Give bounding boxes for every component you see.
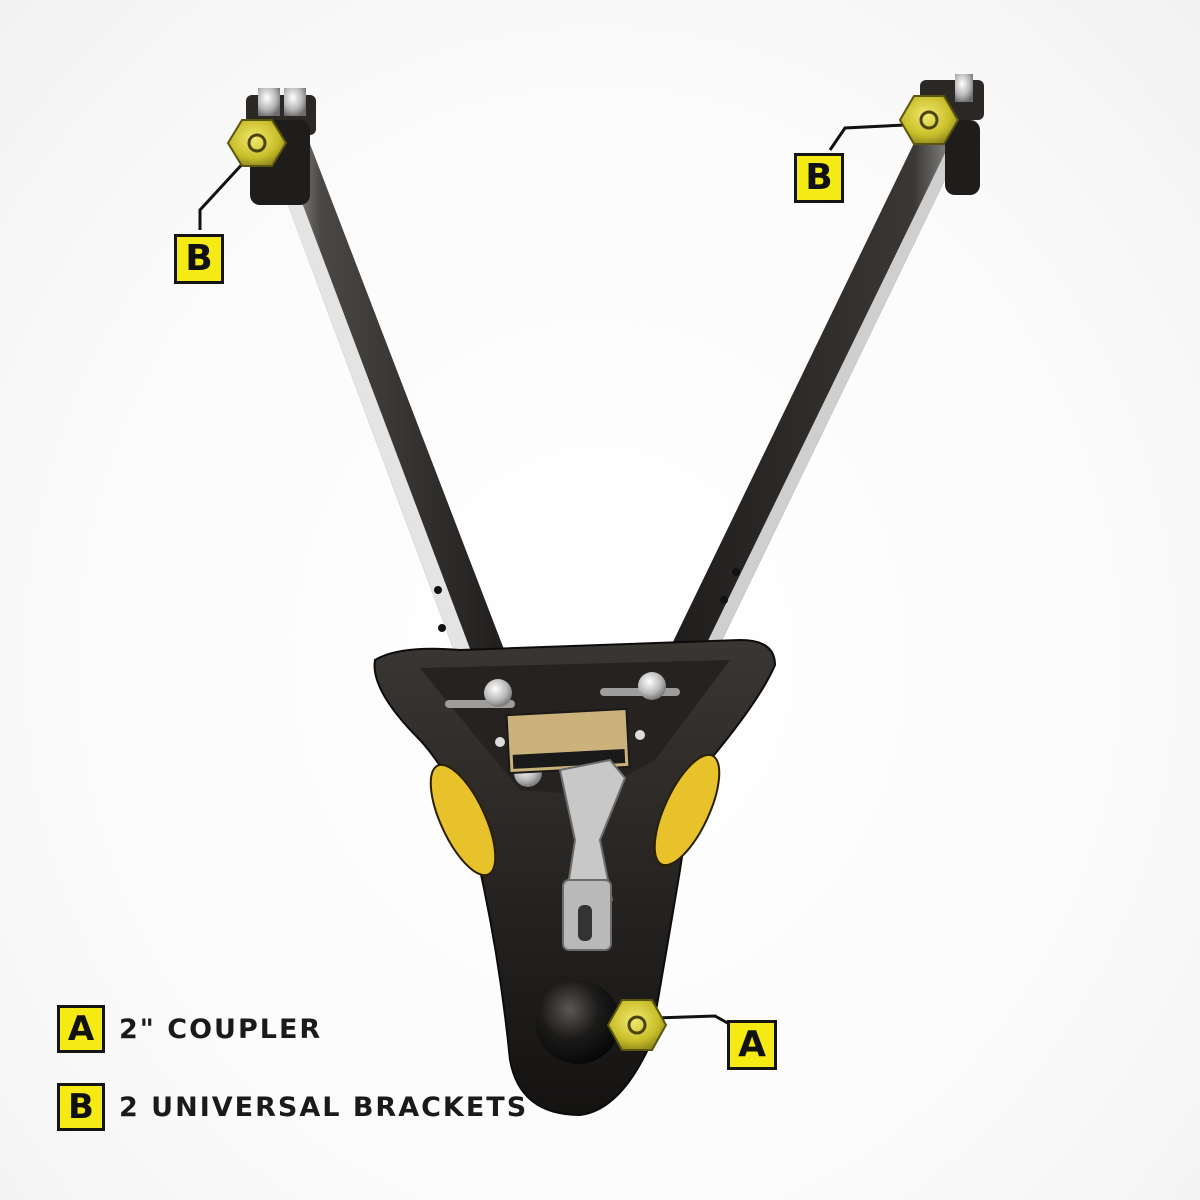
- legend-badge: B: [57, 1083, 105, 1131]
- callout-badge-bracket-left: B: [174, 234, 224, 284]
- legend-label: 2" COUPLER: [119, 1013, 323, 1045]
- coupler-plate: [373, 638, 777, 1117]
- right-arm: [670, 110, 975, 655]
- right-bracket: [920, 74, 984, 195]
- callout-badge-bracket-right: B: [794, 153, 844, 203]
- marker-bracket-left: [198, 119, 288, 230]
- left-arm: [258, 118, 510, 672]
- marker-bracket-right: [828, 95, 960, 151]
- hex-nut-icon: [226, 119, 288, 167]
- legend-label: 2 UNIVERSAL BRACKETS: [119, 1091, 529, 1123]
- legend-badge: A: [57, 1005, 105, 1053]
- marker-coupler: [606, 999, 741, 1051]
- legend-item-coupler: A 2" COUPLER: [57, 1005, 322, 1053]
- hex-nut-icon: [898, 95, 960, 145]
- callout-badge-coupler: A: [727, 1020, 777, 1070]
- hex-nut-icon: [606, 999, 668, 1051]
- legend-item-brackets: B 2 UNIVERSAL BRACKETS: [57, 1083, 528, 1131]
